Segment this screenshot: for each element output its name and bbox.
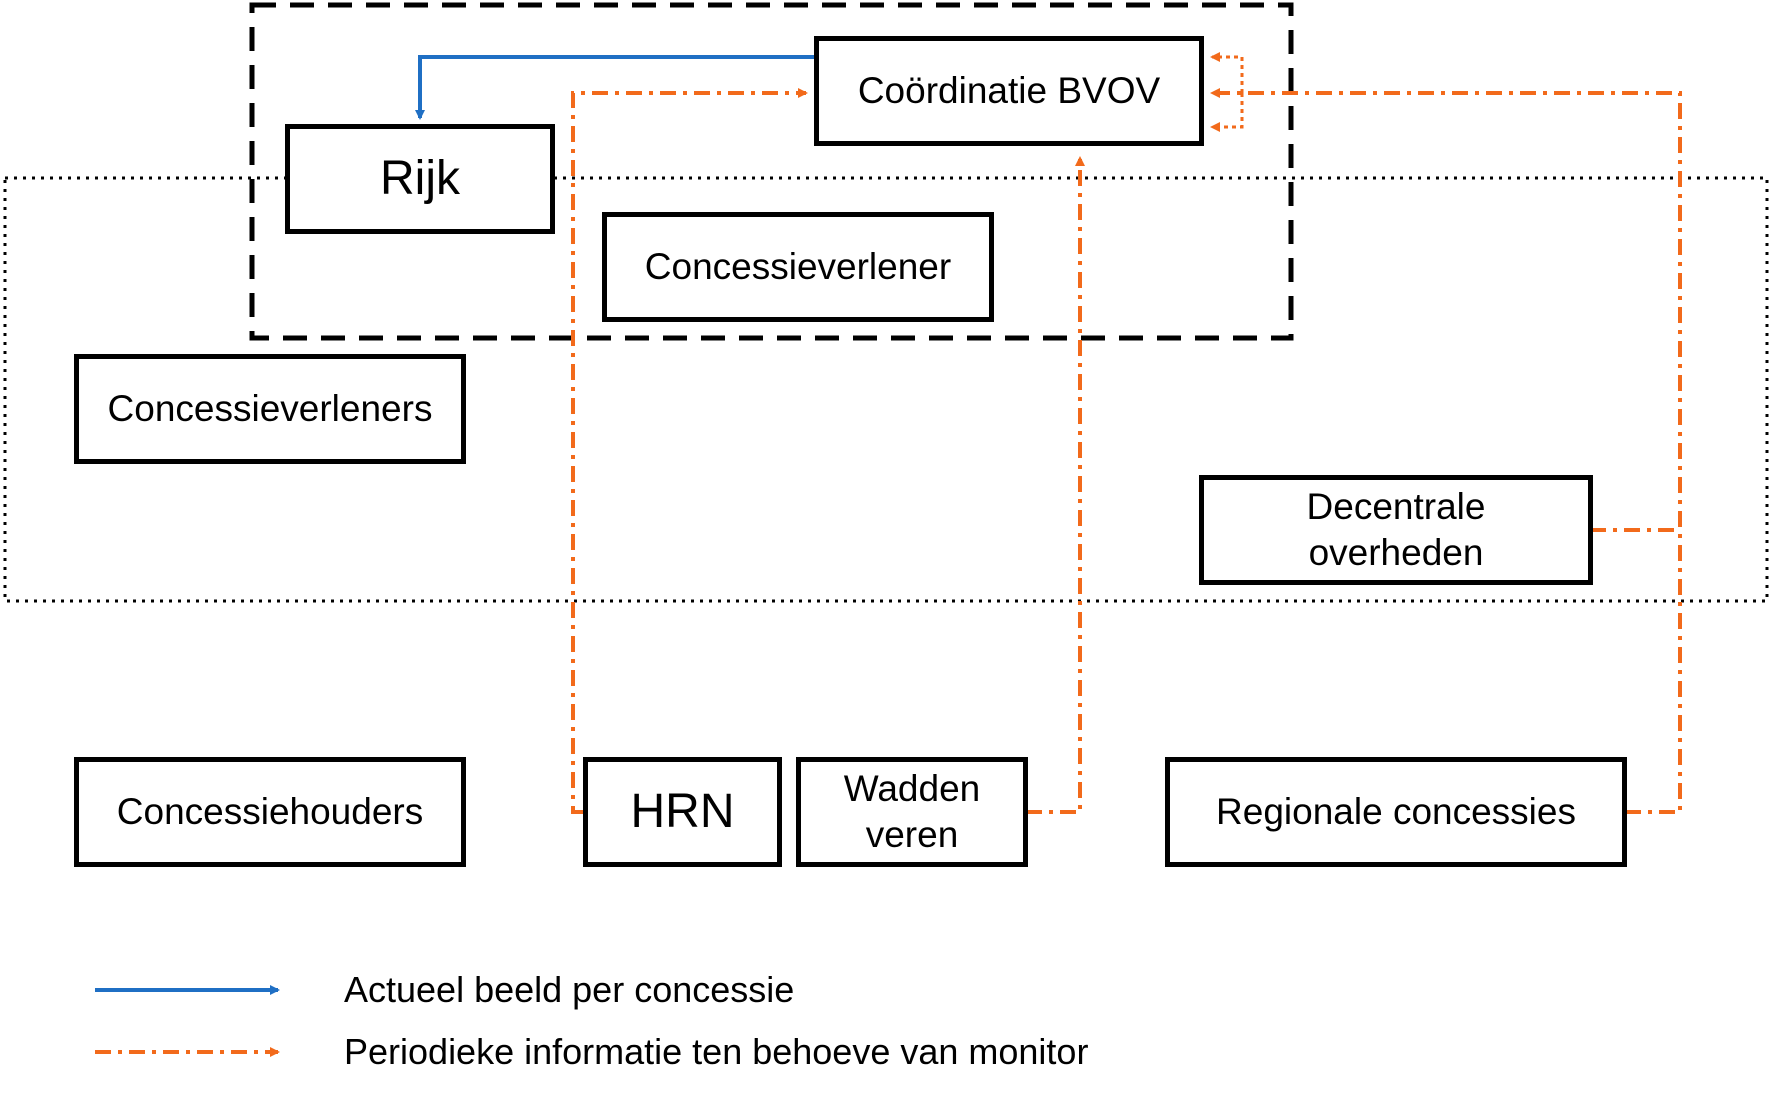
box-coordinatie-bvov: Coördinatie BVOV [814,36,1204,146]
box-rijk: Rijk [285,124,555,234]
box-concessieverleners-label: Concessieverleners [107,387,433,429]
box-wadden-veren: Wadden veren [796,757,1028,867]
box-decentrale-line2: overheden [1308,532,1484,573]
orange-arrow-regionale [1210,88,1682,814]
blue-arrow-coordinatie-to-rijk [415,55,814,120]
legend-periodiek-label: Periodieke informatie ten behoeve van mo… [344,1031,1089,1072]
box-rijk-label: Rijk [380,152,460,205]
orange-arrow-wadden [1026,156,1085,814]
box-hrn-label: HRN [630,785,735,838]
dotted-region [3,176,1769,603]
box-regionale-label: Regionale concessies [1216,790,1576,832]
box-concessiehouders-label: Concessiehouders [116,790,424,832]
orange-bracket-top [1210,52,1244,93]
legend-actueel-label: Actueel beeld per concessie [344,969,795,1010]
box-wadden-line2: veren [865,814,959,855]
box-concessieverleners: Concessieverleners [74,354,466,464]
box-decentrale-line1: Decentrale [1306,485,1486,527]
orange-arrow-hrn [571,88,808,814]
box-coordinatie-label: Coördinatie BVOV [857,69,1161,111]
box-hrn: HRN [583,757,782,867]
box-wadden-line1: Wadden [843,767,981,809]
box-concessieverlener-label: Concessieverlener [644,245,952,287]
box-concessieverlener: Concessieverlener [602,212,994,322]
orange-bracket-bottom [1210,93,1244,132]
box-concessiehouders: Concessiehouders [74,757,466,867]
box-decentrale-overheden: Decentrale overheden [1199,475,1593,585]
box-regionale-concessies: Regionale concessies [1165,757,1627,867]
